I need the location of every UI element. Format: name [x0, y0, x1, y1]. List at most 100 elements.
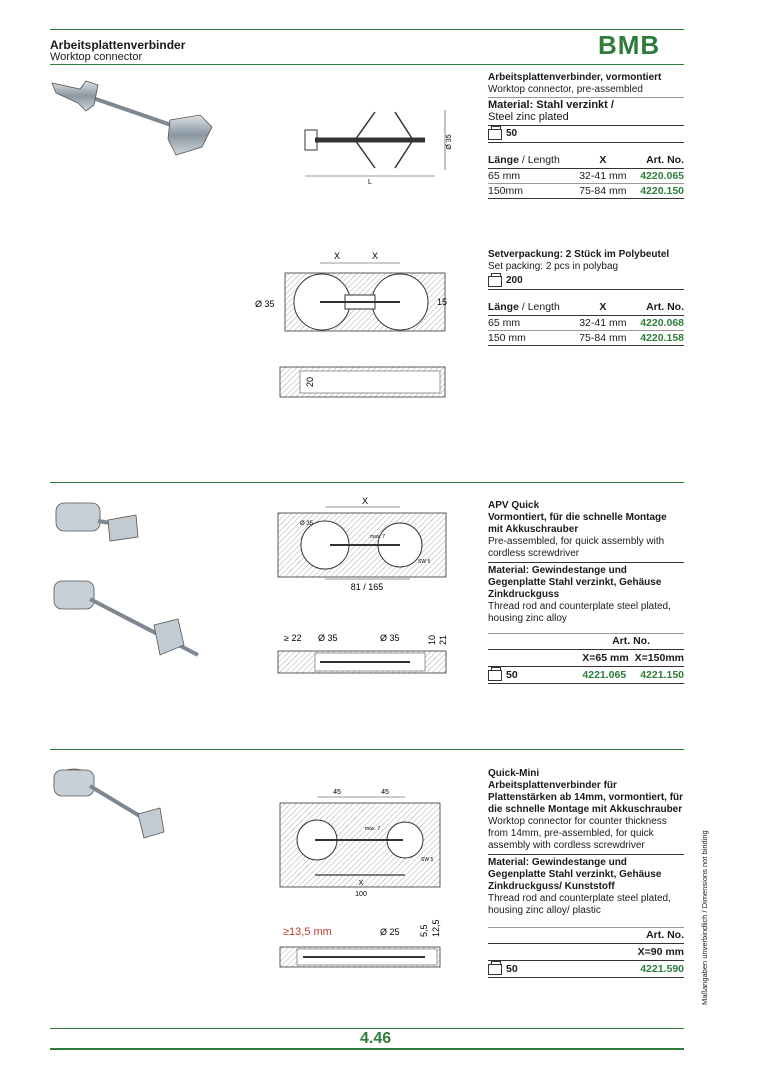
- product3-material-de: Material: Gewindestange und Gegenplatte …: [488, 565, 662, 600]
- product4-name: Quick-Mini: [488, 768, 540, 779]
- cell-art: 4220.068: [640, 317, 684, 329]
- product3-sw-label: SW 5: [418, 559, 430, 565]
- divider: [488, 649, 684, 650]
- product2-pack: 200: [488, 272, 684, 287]
- product1-pack: 50: [488, 125, 684, 140]
- product1-table: Länge / Length X Art. No. 65 mm 32-41 mm…: [488, 153, 684, 199]
- product2-x1-label: X: [334, 251, 340, 261]
- product4-art: 4221.590: [640, 963, 684, 975]
- product3-art2: 4221.150: [640, 669, 684, 681]
- product4-desc-de: Arbeitsplattenverbinder für Plattenstärk…: [488, 780, 684, 815]
- divider: [488, 142, 684, 143]
- product4-info: Quick-Mini Arbeitsplattenverbinder für P…: [488, 768, 684, 980]
- cell-art: 4220.150: [640, 185, 684, 197]
- col-art: Art. No.: [631, 300, 684, 316]
- divider: [488, 943, 684, 944]
- product4-col-art: Art. No.: [646, 929, 684, 941]
- top-rule: [50, 29, 684, 30]
- divider: [488, 683, 684, 684]
- divider: [488, 977, 684, 978]
- footer-rule-top: [50, 1028, 684, 1029]
- product3-span-label: 81 / 165: [351, 582, 384, 592]
- product1-diagram: L Ø 35: [304, 110, 453, 185]
- product2-title-en: Set packing: 2 pcs in polybag: [488, 261, 619, 272]
- box-icon: [488, 666, 502, 681]
- divider: [488, 125, 684, 126]
- product3-col-x: X=65 mm X=150mm: [488, 652, 684, 664]
- product2-t-label: 20: [305, 377, 315, 387]
- product3-col-x1: X=65 mm: [582, 652, 629, 664]
- product4-span-label: 100: [355, 891, 367, 898]
- box-icon: [488, 125, 502, 140]
- product3-db-label: Ø 35: [380, 633, 400, 643]
- cell-length: 150 mm: [488, 332, 526, 344]
- header-title-de: Arbeitsplattenverbinder: [50, 38, 186, 52]
- brand-logo: BMB: [598, 30, 661, 60]
- product3-d1-label: Ø 35: [300, 521, 314, 527]
- product3-art1: 4221.065: [582, 669, 627, 681]
- product4-material-de: Material: Gewindestange und Gegenplatte …: [488, 857, 662, 892]
- product4-diagram: 45 45 max. 7 SW 5 X 100 ≥13,5 mm Ø 25 5,…: [279, 789, 441, 968]
- product2-info: Setverpackung: 2 Stück im Polybeutel Set…: [488, 249, 684, 346]
- product1-title-de: Arbeitsplattenverbinder, vormontiert: [488, 72, 662, 83]
- col-x: X: [574, 153, 632, 169]
- product1-info: Arbeitsplattenverbinder, vormontiert Wor…: [488, 72, 684, 199]
- cell-length: 150mm: [488, 185, 524, 197]
- table-row: 150 mm 75-84 mm 4220.158: [488, 331, 684, 346]
- col-length: Länge / Length: [488, 300, 575, 316]
- product1-material-de: Material: Stahl verzinkt /: [488, 99, 614, 111]
- product2-h-label: 15: [437, 297, 447, 307]
- product3-t1-label: 10: [427, 635, 437, 645]
- divider: [488, 97, 684, 98]
- product2-diagram: X X Ø 35 15 20: [255, 251, 447, 398]
- product4-min-label: ≥13,5 mm: [283, 926, 332, 938]
- product4-desc-en: Worktop connector for counter thickness …: [488, 816, 667, 851]
- product3-row: 50 4221.065 4221.150: [488, 666, 684, 681]
- product3-photo: [53, 502, 199, 657]
- col-x: X: [574, 300, 632, 316]
- divider: [488, 562, 684, 563]
- product3-col-art: Art. No.: [612, 635, 650, 647]
- table-header: Länge / Length X Art. No.: [488, 300, 684, 316]
- product4-a-label: 45: [333, 789, 341, 796]
- product4-pack-qty: 50: [506, 963, 518, 975]
- table-header: Länge / Length X Art. No.: [488, 153, 684, 169]
- col-art: Art. No.: [631, 153, 684, 169]
- product3-ge-label: ≥ 22: [284, 633, 301, 643]
- cell-art: 4220.158: [640, 332, 684, 344]
- product3-col-x2: X=150mm: [634, 652, 684, 664]
- header-rule: [50, 64, 684, 65]
- box-icon: [488, 960, 502, 975]
- product4-photo: [53, 768, 165, 839]
- product4-t1-label: 5,5: [419, 924, 429, 937]
- product1-len-label: L: [368, 179, 372, 185]
- cell-length: 65 mm: [488, 170, 521, 182]
- header-title-en: Worktop connector: [50, 51, 143, 63]
- divider: [488, 633, 684, 634]
- cell-x: 75-84 mm: [579, 185, 627, 197]
- product3-diagram: X Ø 35 max. 7 SW 5 81 / 165 ≥ 22 Ø 35 Ø …: [277, 496, 448, 674]
- product2-table: Länge / Length X Art. No. 65 mm 32-41 mm…: [488, 300, 684, 346]
- product2-title-de: Setverpackung: 2 Stück im Polybeutel: [488, 249, 670, 260]
- side-note: Maßangaben unverbindlich / Dimensions no…: [700, 830, 709, 1005]
- product3-pack-qty: 50: [506, 669, 518, 681]
- divider: [488, 927, 684, 928]
- divider: [488, 289, 684, 290]
- product3-material-en: Thread rod and counterplate steel plated…: [488, 601, 671, 624]
- product3-max-label: max. 7: [370, 534, 385, 540]
- product4-sw-label: SW 5: [421, 857, 433, 863]
- product2-dia-label: Ø 35: [255, 299, 275, 309]
- table-row: 65 mm 32-41 mm 4220.068: [488, 316, 684, 331]
- product1-title-en: Worktop connector, pre-assembled: [488, 84, 643, 95]
- cell-length: 65 mm: [488, 317, 521, 329]
- product2-pack-qty: 200: [506, 275, 523, 286]
- product2-x2-label: X: [372, 251, 378, 261]
- product4-row: 50 4221.590: [488, 960, 684, 975]
- col-length: Länge / Length: [488, 153, 575, 169]
- product4-material-en: Thread rod and counterplate steel plated…: [488, 893, 671, 916]
- box-icon: [488, 272, 502, 287]
- product3-desc-de: Vormontiert, für die schnelle Montage mi…: [488, 512, 667, 535]
- product3-name: APV Quick: [488, 500, 540, 511]
- product3-t2-label: 21: [438, 635, 448, 645]
- page-number: 4.46: [360, 1030, 392, 1047]
